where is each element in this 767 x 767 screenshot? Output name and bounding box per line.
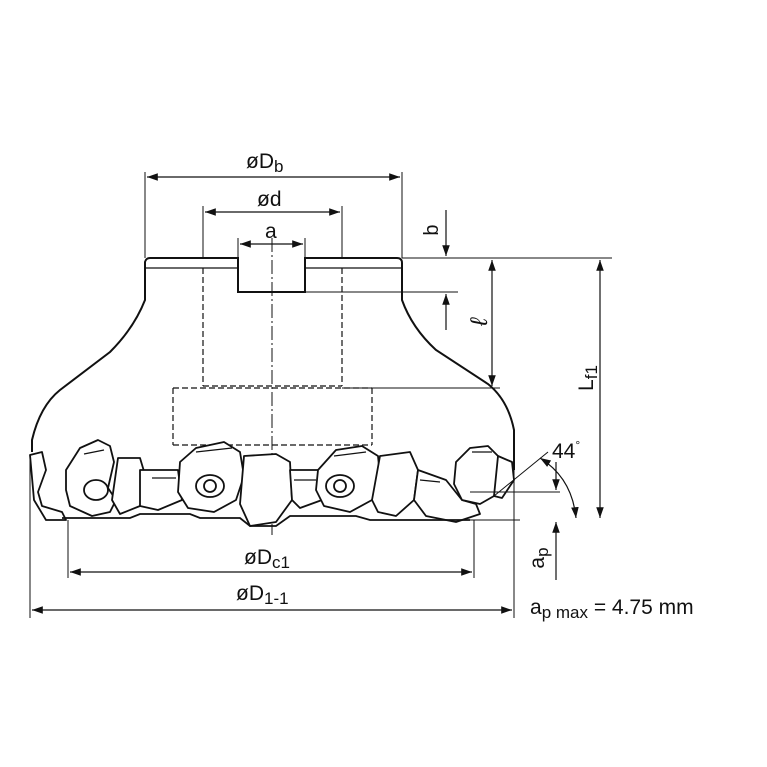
insert-1	[65, 439, 117, 517]
insert-row	[29, 439, 515, 527]
right-flank	[401, 268, 515, 470]
left-flank	[31, 268, 146, 452]
label-dia-Db: øDb	[246, 150, 283, 176]
insert-edge-right	[493, 455, 515, 499]
cutter-body	[31, 257, 515, 470]
extension-lines	[29, 172, 612, 618]
label-ap-max: ap max = 4.75 mm	[530, 596, 694, 622]
top-face	[144, 257, 403, 293]
label-depth-ap: ap	[526, 547, 552, 568]
insert-details	[83, 447, 492, 483]
label-dia-Dc1: øDc1	[244, 546, 290, 572]
insert-edge-left	[29, 451, 67, 521]
label-dim-b: b	[421, 224, 443, 235]
label-dim-l: ℓ	[466, 317, 493, 327]
label-dia-D11: øD1-1	[236, 582, 289, 608]
insert-4	[413, 469, 481, 523]
label-angle: 44°	[552, 438, 580, 463]
label-key-a: a	[265, 220, 277, 243]
label-dia-d: ød	[257, 188, 282, 211]
dimension-lines	[31, 173, 604, 614]
angle-arc	[539, 457, 579, 519]
label-len-Lf1: Lf1	[575, 365, 601, 391]
